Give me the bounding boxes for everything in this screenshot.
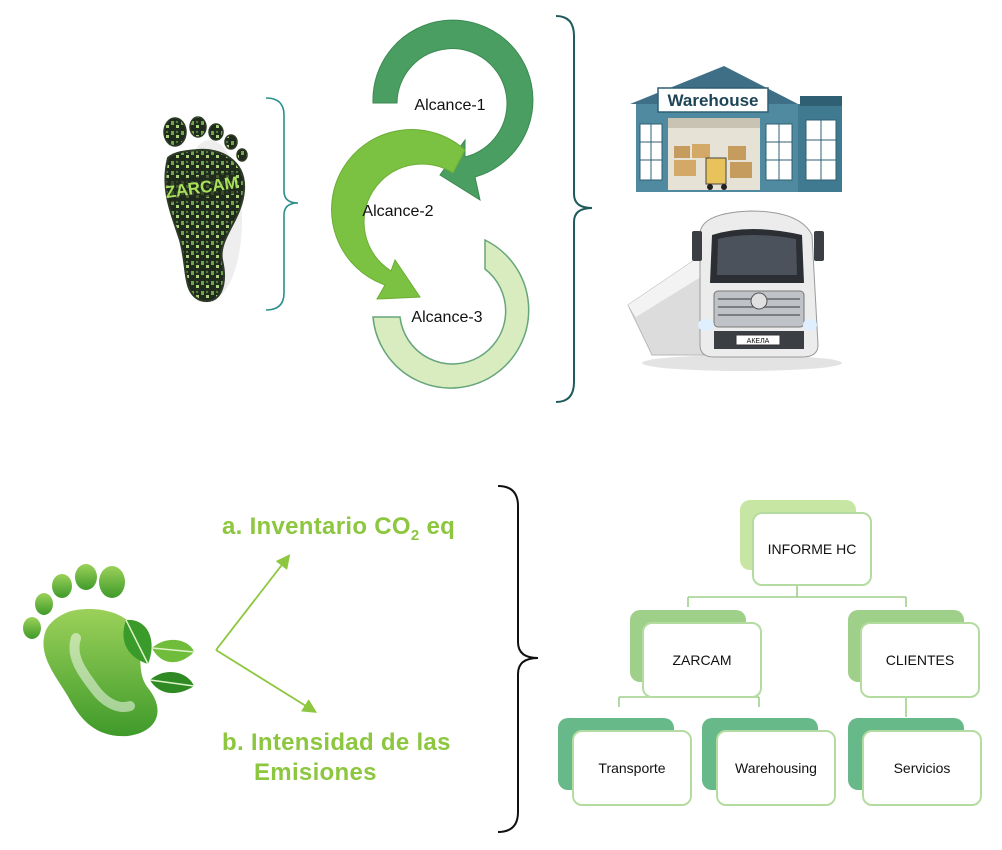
org-node-transporte: Transporte [572, 730, 692, 806]
org-node-servicios: Servicios [862, 730, 982, 806]
org-node-informe-hc: INFORME HC [752, 512, 872, 586]
zarcam-footprint-icon: ZARCAM [163, 116, 248, 303]
truck-license-plate: АКЕЛА [747, 338, 770, 345]
alcance-1-label: Alcance-1 [414, 97, 485, 114]
alcance-3-arrow [372, 238, 530, 389]
small-bracket [265, 97, 299, 311]
alcance-1-arrow [372, 19, 534, 202]
alcance-2-label: Alcance-2 [362, 203, 433, 220]
alcance-2-arrow [331, 129, 466, 300]
inventario-co2-label: a. Inventario CO2 eq [222, 513, 456, 544]
intensidad-line-1: b. Intensidad de las [222, 729, 451, 756]
green-footprint-icon [23, 564, 195, 737]
intensidad-emisiones-label: b. Intensidad de las Emisiones [222, 728, 451, 788]
org-node-zarcam: ZARCAM [642, 622, 762, 698]
warehouse-sign: Warehouse [667, 91, 758, 110]
org-node-warehousing: Warehousing [716, 730, 836, 806]
bottom-bracket [497, 485, 539, 833]
truck-icon: АКЕЛА [627, 210, 842, 371]
intensidad-line-2: Emisiones [254, 759, 377, 786]
org-node-clientes: CLIENTES [860, 622, 980, 698]
alcance-cycle-diagram: Alcance-1 Alcance-2 Alcance-3 [331, 19, 534, 389]
alcance-3-label: Alcance-3 [411, 309, 482, 326]
branch-arrows [215, 554, 318, 713]
large-bracket [555, 15, 593, 403]
warehouse-icon: Warehouse [630, 66, 842, 192]
